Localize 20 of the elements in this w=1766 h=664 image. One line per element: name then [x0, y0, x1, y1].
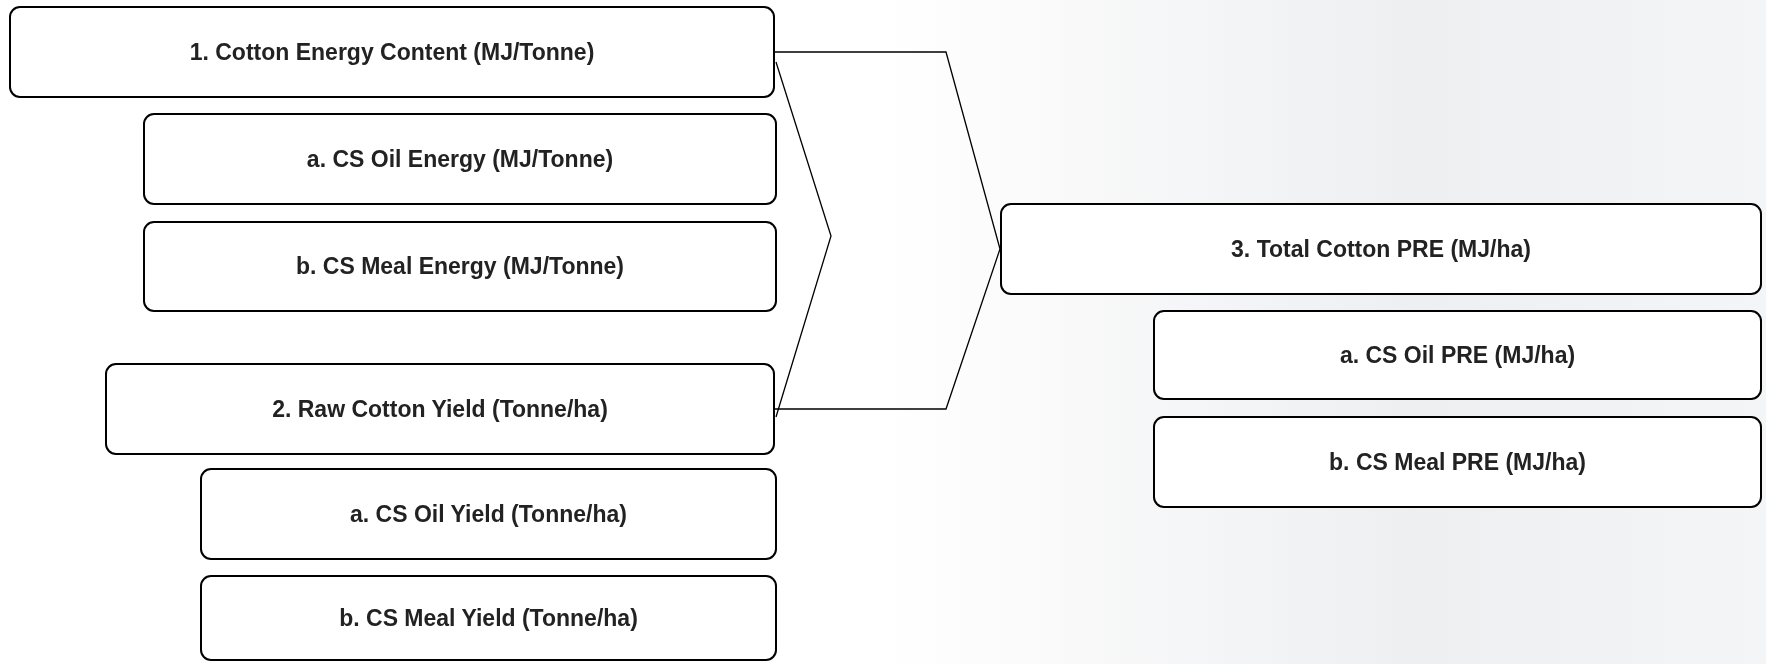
- box-label: b. CS Meal PRE (MJ/ha): [1329, 448, 1586, 476]
- box-label: a. CS Oil PRE (MJ/ha): [1339, 341, 1576, 369]
- label-box: [143, 113, 777, 205]
- box-label: 2. Raw Cotton Yield (Tonne/ha): [272, 395, 608, 423]
- label-box: [9, 6, 775, 98]
- box-label: b. CS Meal Yield (Tonne/ha): [339, 604, 638, 632]
- label-box: [1153, 310, 1762, 400]
- box-label: a. CS Oil Energy (MJ/Tonne): [306, 145, 614, 173]
- connector-line: [774, 51, 1001, 250]
- box-label: b. CS Meal Energy (MJ/Tonne): [296, 253, 624, 280]
- label-box: [200, 575, 777, 661]
- label-box: [200, 468, 777, 560]
- box-label: a. CS Oil Yield (Tonne/ha): [350, 500, 627, 528]
- box-label: 1. Cotton Energy Content (MJ/Tonne): [189, 38, 595, 66]
- label-box: [105, 363, 775, 455]
- label-box: [143, 221, 777, 312]
- connector-line: [774, 248, 1001, 410]
- box-label: 3. Total Cotton PRE (MJ/ha): [1231, 235, 1531, 263]
- label-box: [1000, 203, 1762, 295]
- label-box: [1153, 416, 1762, 508]
